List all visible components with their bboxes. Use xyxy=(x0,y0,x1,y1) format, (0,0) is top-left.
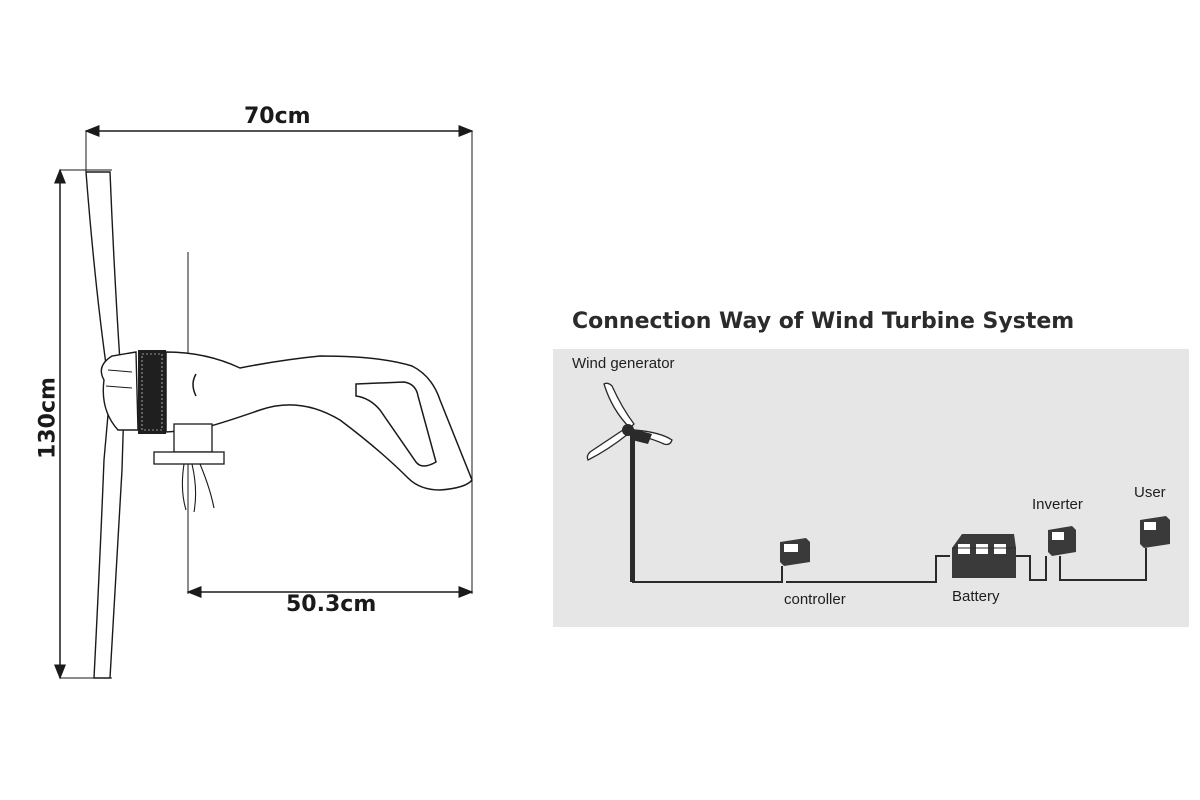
controller-label: controller xyxy=(784,591,846,608)
turbine-hub xyxy=(100,351,139,431)
inverter-label: Inverter xyxy=(1032,496,1083,513)
controller-icon xyxy=(780,538,810,566)
wind-generator-icon xyxy=(586,382,673,582)
turbine-body xyxy=(165,351,473,491)
diagram-title: Connection Way of Wind Turbine System xyxy=(572,309,1075,334)
depth-label: 50.3cm xyxy=(286,592,377,617)
user-icon xyxy=(1140,516,1170,548)
turbine-blades xyxy=(85,171,125,679)
user-label: User xyxy=(1134,484,1166,501)
inverter-icon xyxy=(1048,526,1076,556)
battery-icon xyxy=(952,534,1016,578)
width-label: 70cm xyxy=(244,104,311,129)
turbine-mount xyxy=(153,423,225,513)
width-dimension xyxy=(84,125,474,482)
connection-wires xyxy=(632,548,1147,583)
generator-label: Wind generator xyxy=(572,355,675,372)
battery-label: Battery xyxy=(952,588,1000,605)
generator-ring xyxy=(138,350,166,434)
